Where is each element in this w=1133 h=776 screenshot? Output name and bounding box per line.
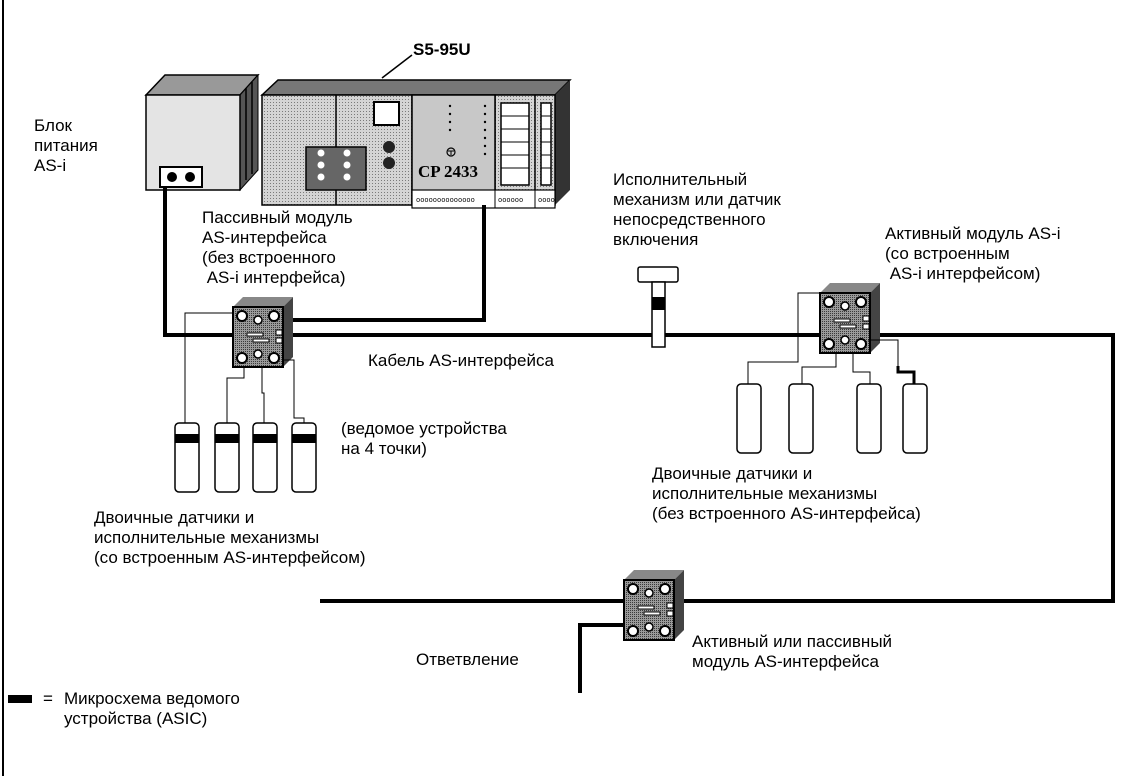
label-binary-with-interface: Двоичные датчики и исполнительные механи… — [94, 508, 366, 567]
legend-asic-swatch — [8, 695, 32, 703]
cp-label: CP 2433 — [418, 162, 478, 181]
branch-module — [623, 569, 685, 641]
direct-actuator — [637, 266, 679, 348]
label-passive-module: Пассивный модуль AS-интерфейса (без встр… — [202, 208, 353, 287]
label-branch: Ответвление — [416, 650, 519, 669]
plc-title: S5-95U — [413, 40, 471, 59]
active-module-group — [736, 282, 928, 454]
label-active-module: Активный модуль AS-i (со встроенным AS-i… — [885, 224, 1061, 283]
label-power-supply: Блок питания AS-i — [34, 116, 98, 175]
label-direct-actuator: Исполнительный механизм или датчик непос… — [613, 170, 781, 249]
legend-text: Микросхема ведомого устройства (ASIC) — [64, 689, 240, 728]
as-i-power-supply — [144, 73, 260, 192]
passive-module-group — [174, 296, 317, 493]
svg-text:oooooo: oooooo — [498, 197, 523, 205]
legend-equals: = — [43, 689, 53, 708]
label-active-or-passive-module: Активный или пассивный модуль AS-интерфе… — [692, 632, 893, 671]
svg-text:oooooooooooooo: oooooooooooooo — [416, 197, 475, 205]
label-cable: Кабель AS-интерфейса — [368, 351, 554, 370]
asic-chips — [175, 434, 316, 443]
plc-s5-95u: oooooooooooooo oooooo oooo — [260, 54, 572, 209]
label-binary-without-interface: Двоичные датчики и исполнительные механи… — [652, 464, 921, 523]
label-slave-4-points: (ведомое устройства на 4 точки) — [341, 419, 507, 458]
svg-text:oooo: oooo — [538, 197, 555, 205]
